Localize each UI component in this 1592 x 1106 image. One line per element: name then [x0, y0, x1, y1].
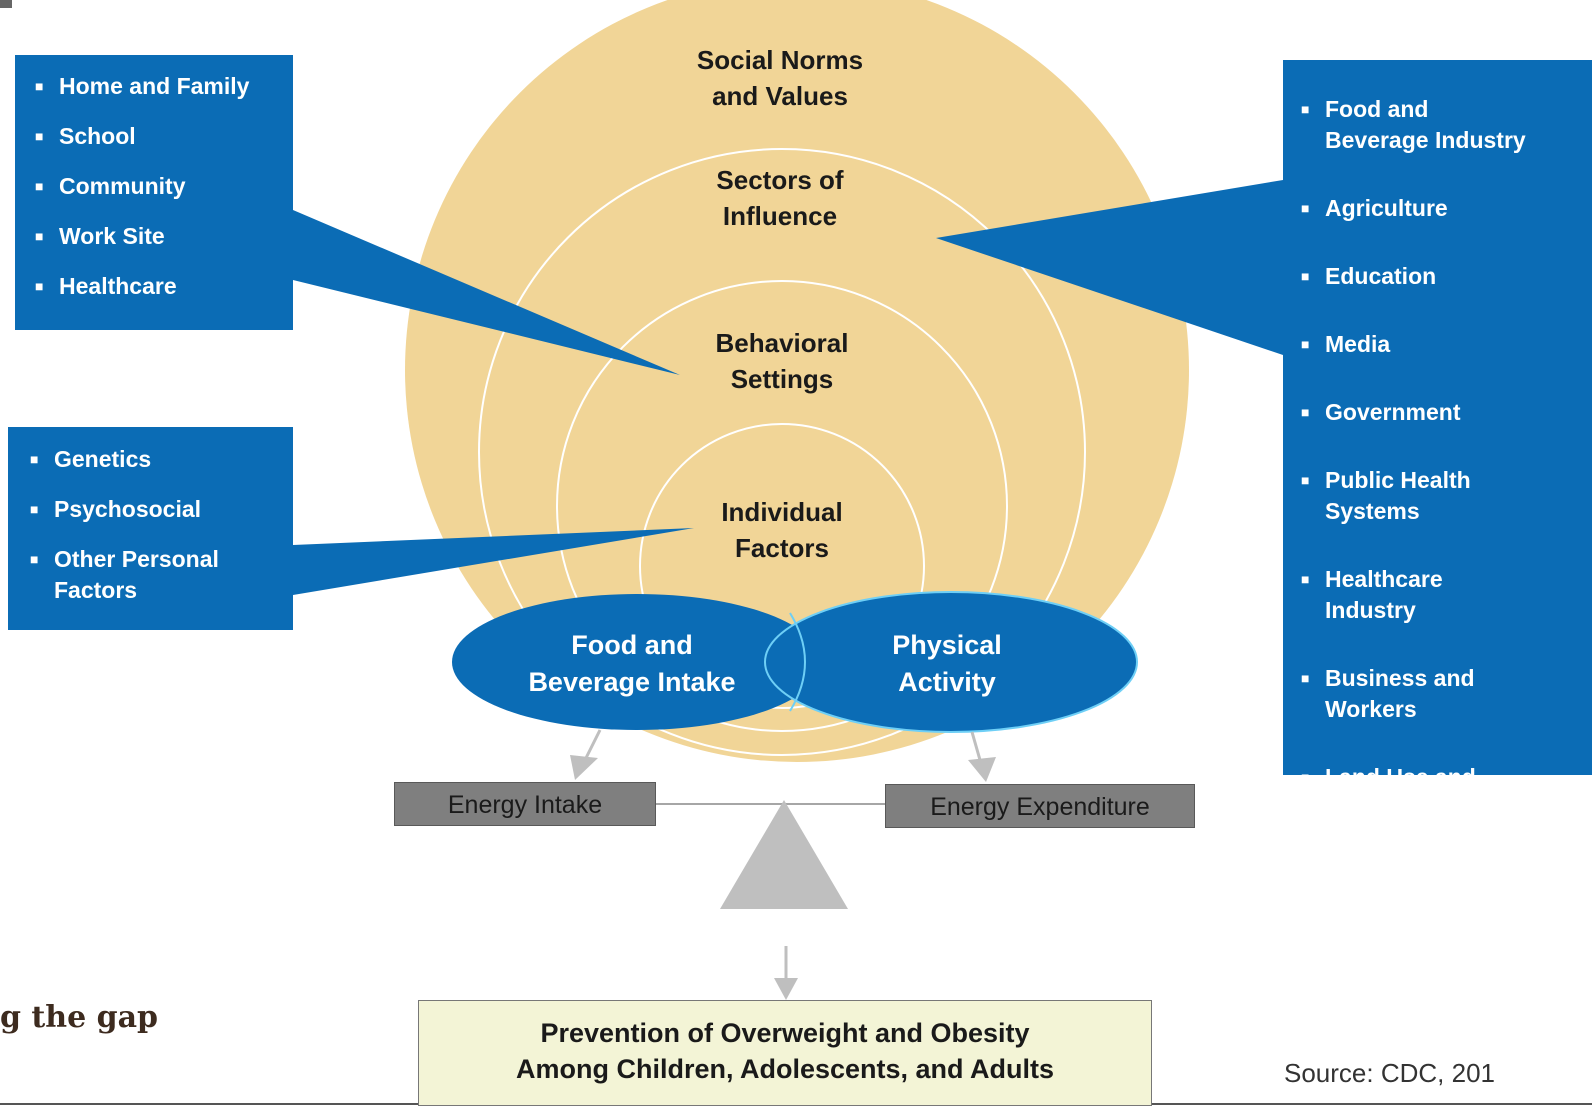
panel-behavioral-settings-list: ■ Home and Family ■ School ■ Community ■ Wor…: [15, 55, 293, 330]
bullet-icon: ■: [1301, 571, 1310, 587]
bullet-icon: ■: [1301, 670, 1310, 686]
arrow-food-line: [583, 729, 602, 761]
source-citation: Source: CDC, 201: [1284, 1058, 1495, 1088]
list-item-label: Healthcare: [59, 273, 177, 299]
list-item: ■ Home and Family: [33, 71, 293, 102]
list-item: ■ Psychosocial: [28, 494, 293, 525]
bullet-icon: ■: [1301, 336, 1310, 352]
list-item-label: Healthcare Industry: [1325, 566, 1443, 623]
individual-label: Individual Factors: [721, 497, 843, 563]
sectors-ring: [478, 148, 1086, 756]
list-item: ■ Other Personal Factors: [28, 544, 293, 606]
callout-left-top: [293, 210, 680, 375]
bullet-icon: ■: [1301, 868, 1310, 884]
list-item-label: Education: [1325, 263, 1437, 289]
arrow-activity-line: [970, 731, 982, 761]
bullet-icon: ■: [1301, 769, 1310, 785]
list-item-label: Psychosocial: [54, 496, 202, 522]
logo-text: g the gap: [0, 1000, 159, 1035]
bullet-icon: ■: [30, 501, 39, 517]
list-item: ■ Agriculture: [1299, 193, 1592, 224]
list-item-label: School: [59, 123, 136, 149]
list-item: ■ Land Use and Transportation: [1299, 762, 1592, 824]
list-item-label: Government: [1325, 399, 1461, 425]
food-intake-label: Food and Beverage Intake: [528, 630, 736, 697]
list-item: ■ Healthcare: [33, 271, 293, 302]
list-item: ■ Community: [33, 171, 293, 202]
bullet-icon: ■: [1301, 268, 1310, 284]
list-item: ■ Leisure and Recreation: [1299, 861, 1592, 923]
settings-list: ■ Home and Family ■ School ■ Community ■ Wor…: [33, 71, 293, 302]
factors-list: ■ Genetics ■ Psychosocial ■ Other Personal …: [28, 444, 293, 606]
list-item-label: Other Personal Factors: [54, 546, 219, 603]
arrow-activity-head: [968, 757, 996, 782]
list-item: ■ Genetics: [28, 444, 293, 475]
bullet-icon: ■: [30, 451, 39, 467]
list-item-label: Food and Beverage Industry: [1325, 96, 1526, 153]
ellipse-overlap-outline: [789, 612, 806, 712]
bullet-icon: ■: [35, 78, 44, 94]
bullet-icon: ■: [1301, 404, 1310, 420]
panel-individual-factors-list: ■ Genetics ■ Psychosocial ■ Other Personal …: [8, 427, 293, 630]
list-item: ■ Healthcare Industry: [1299, 564, 1592, 626]
physical-activity-label: Physical Activity: [892, 630, 1002, 697]
list-item-label: Genetics: [54, 446, 152, 472]
arrow-outcome-head: [774, 978, 798, 1000]
bullet-icon: ■: [1301, 472, 1310, 488]
energy-intake-box: Energy Intake: [394, 782, 656, 826]
sectors-label: Sectors of Influence: [716, 165, 844, 231]
list-item: ■ Business and Workers: [1299, 663, 1592, 725]
bullet-icon: ■: [30, 551, 39, 567]
list-item-label: Land Use and Transportation: [1325, 764, 1487, 821]
individual-ring: [639, 423, 925, 709]
physical-activity-ellipse: [764, 591, 1138, 733]
outcome-box: Prevention of Overweight and Obesity Amo…: [418, 1000, 1152, 1106]
list-item-label: Business and Workers: [1325, 665, 1475, 722]
callout-left-bottom: [293, 528, 694, 595]
list-item: ■ Media: [1299, 329, 1592, 360]
list-item: ■ Food and Beverage Industry: [1299, 94, 1592, 156]
balance-fulcrum: [720, 800, 848, 909]
bullet-icon: ■: [35, 228, 44, 244]
list-item-label: Public Health Systems: [1325, 467, 1471, 524]
list-item-label: Home and Family: [59, 73, 250, 99]
behavioral-label: Behavioral Settings: [715, 328, 849, 394]
list-item-label: Community: [59, 173, 186, 199]
food-intake-ellipse: [452, 594, 822, 730]
social-norms-label: Social Norms and Values: [696, 45, 864, 111]
list-item: ■ School: [33, 121, 293, 152]
list-item-label: Work Site: [59, 223, 165, 249]
panel-sectors-list: ■ Food and Beverage Industry ■ Agriculture…: [1283, 60, 1592, 920]
sectors-list: ■ Food and Beverage Industry ■ Agriculture…: [1299, 76, 1592, 960]
list-item: ■ Government: [1299, 397, 1592, 428]
title-fragment-left: [0, 0, 12, 8]
list-item: ■ Education: [1299, 261, 1592, 292]
list-item-label: Leisure and Recreation: [1325, 863, 1455, 920]
arrow-food-head: [570, 755, 598, 780]
behavioral-ring: [556, 280, 1008, 732]
callout-right: [936, 180, 1283, 355]
bullet-icon: ■: [35, 128, 44, 144]
bullet-icon: ■: [1301, 101, 1310, 117]
list-item: ■ Public Health Systems: [1299, 465, 1592, 527]
energy-expenditure-box: Energy Expenditure: [885, 784, 1195, 828]
list-item: ■ Work Site: [33, 221, 293, 252]
bullet-icon: ■: [1301, 200, 1310, 216]
social-norms-circle: [405, 0, 1189, 762]
list-item-label: Agriculture: [1325, 195, 1448, 221]
list-item-label: Media: [1325, 331, 1391, 357]
bullet-icon: ■: [35, 178, 44, 194]
bullet-icon: ■: [35, 278, 44, 294]
